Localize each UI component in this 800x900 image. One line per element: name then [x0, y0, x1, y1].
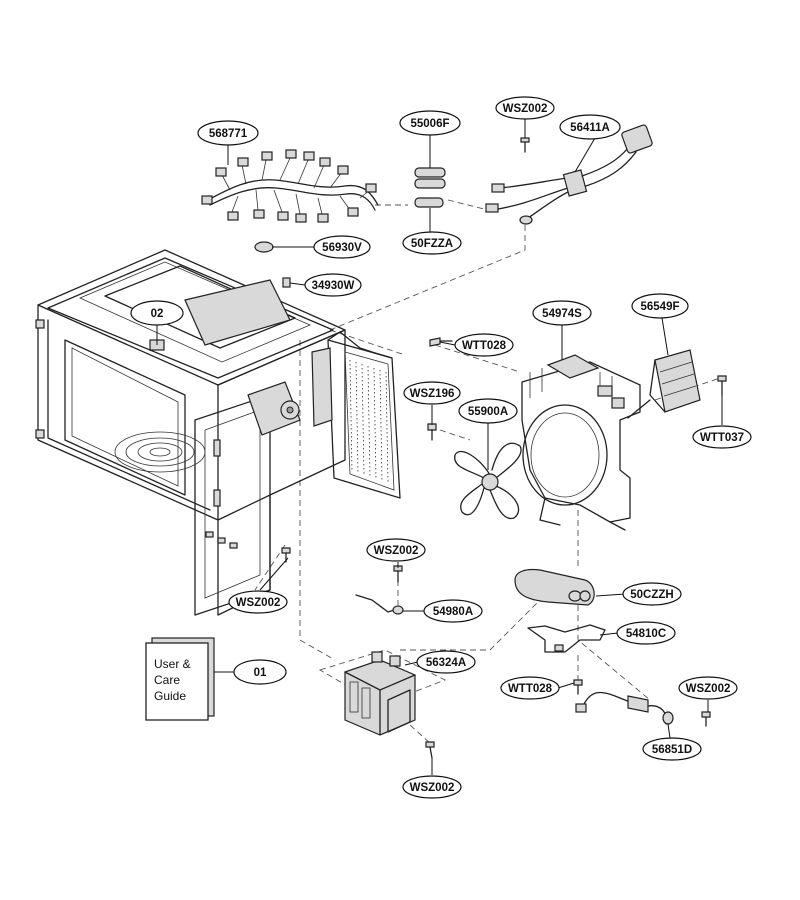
callout-54980A: 54980A: [423, 599, 483, 623]
label-54980A: 54980A: [433, 606, 473, 618]
wiring-harness: [201, 149, 379, 223]
label-WTT028-top: WTT028: [462, 340, 507, 352]
screw-left: [281, 547, 291, 563]
callout-WSZ002-left: WSZ002: [228, 590, 288, 614]
callout-54974S: 54974S: [532, 300, 592, 326]
callout-WTT037: WTT037: [692, 425, 752, 449]
label-56549F: 56549F: [640, 301, 679, 313]
label-55900A: 55900A: [468, 406, 508, 418]
guide-line-3: Guide: [154, 689, 186, 703]
label-56851D: 56851D: [652, 744, 692, 756]
callout-WSZ002-bot: WSZ002: [402, 775, 462, 799]
callout-01: 01: [233, 659, 287, 685]
leader-lines: [156, 118, 723, 775]
magnetron: [318, 649, 447, 736]
part-callouts: 568771 55006F WSZ002 56411A 50FZZA 56930…: [130, 96, 752, 799]
label-56324A: 56324A: [426, 657, 466, 669]
callout-WTT028-top: WTT028: [454, 333, 514, 357]
callout-34930W: 34930W: [304, 273, 362, 297]
label-02: 02: [151, 308, 164, 320]
capacitor: [514, 568, 595, 606]
capacitor-bracket: [527, 624, 606, 653]
fan-blade: [454, 442, 522, 520]
label-50CZZH: 50CZZH: [630, 589, 673, 601]
callout-WSZ002-mid: WSZ002: [366, 538, 426, 562]
label-55006F: 55006F: [410, 118, 449, 130]
callout-56411A: 56411A: [559, 114, 621, 140]
fuses: [414, 167, 446, 208]
callout-56324A: 56324A: [416, 650, 476, 674]
screws-rear: [427, 337, 453, 441]
label-WSZ002-bot: WSZ002: [410, 782, 455, 794]
label-54810C: 54810C: [626, 628, 666, 640]
label-01: 01: [254, 667, 267, 679]
callout-56851D: 56851D: [642, 737, 702, 761]
label-568771: 568771: [209, 128, 248, 140]
label-WTT037: WTT037: [700, 432, 744, 444]
callout-55900A: 55900A: [458, 398, 518, 424]
callout-55006F: 55006F: [399, 110, 461, 136]
callout-568771: 568771: [197, 120, 259, 146]
sensor-harness: [575, 691, 674, 725]
callout-56930V: 56930V: [313, 235, 371, 259]
user-care-guide-booklet: User & Care Guide: [145, 637, 215, 721]
label-56411A: 56411A: [570, 122, 610, 134]
thermostat: [254, 241, 291, 288]
rear-panel: [311, 331, 401, 499]
label-WSZ196: WSZ196: [410, 388, 455, 400]
label-WSZ002-mid: WSZ002: [374, 545, 419, 557]
callout-56549F: 56549F: [631, 293, 689, 319]
callout-WSZ196: WSZ196: [403, 381, 461, 405]
label-54974S: 54974S: [542, 308, 582, 320]
fan-motor: [627, 349, 701, 419]
label-34930W: 34930W: [312, 280, 355, 292]
hv-diode: [355, 565, 404, 615]
guide-line-2: Care: [154, 673, 180, 687]
label-50FZZA: 50FZZA: [411, 238, 453, 250]
power-cord: [485, 124, 653, 225]
callout-50FZZA: 50FZZA: [402, 231, 462, 255]
callout-WSZ002-top: WSZ002: [495, 96, 555, 120]
label-56930V: 56930V: [322, 242, 362, 254]
callout-WTT028-bot: WTT028: [500, 676, 560, 700]
label-WSZ002-top: WSZ002: [503, 103, 548, 115]
cabinet: [35, 249, 346, 616]
callout-54810C: 54810C: [616, 621, 676, 645]
callout-50CZZH: 50CZZH: [622, 582, 682, 606]
label-WTT028-bot: WTT028: [508, 683, 553, 695]
callout-02: 02: [130, 300, 184, 326]
fan-bracket: [521, 354, 641, 531]
screw-wtt037: [717, 375, 727, 396]
callout-WSZ002-right: WSZ002: [678, 676, 738, 700]
screws-bottom: [425, 679, 711, 759]
screw-top: [520, 137, 530, 153]
guide-line-1: User &: [154, 657, 191, 671]
label-WSZ002-left: WSZ002: [236, 597, 281, 609]
label-WSZ002-right: WSZ002: [686, 683, 731, 695]
